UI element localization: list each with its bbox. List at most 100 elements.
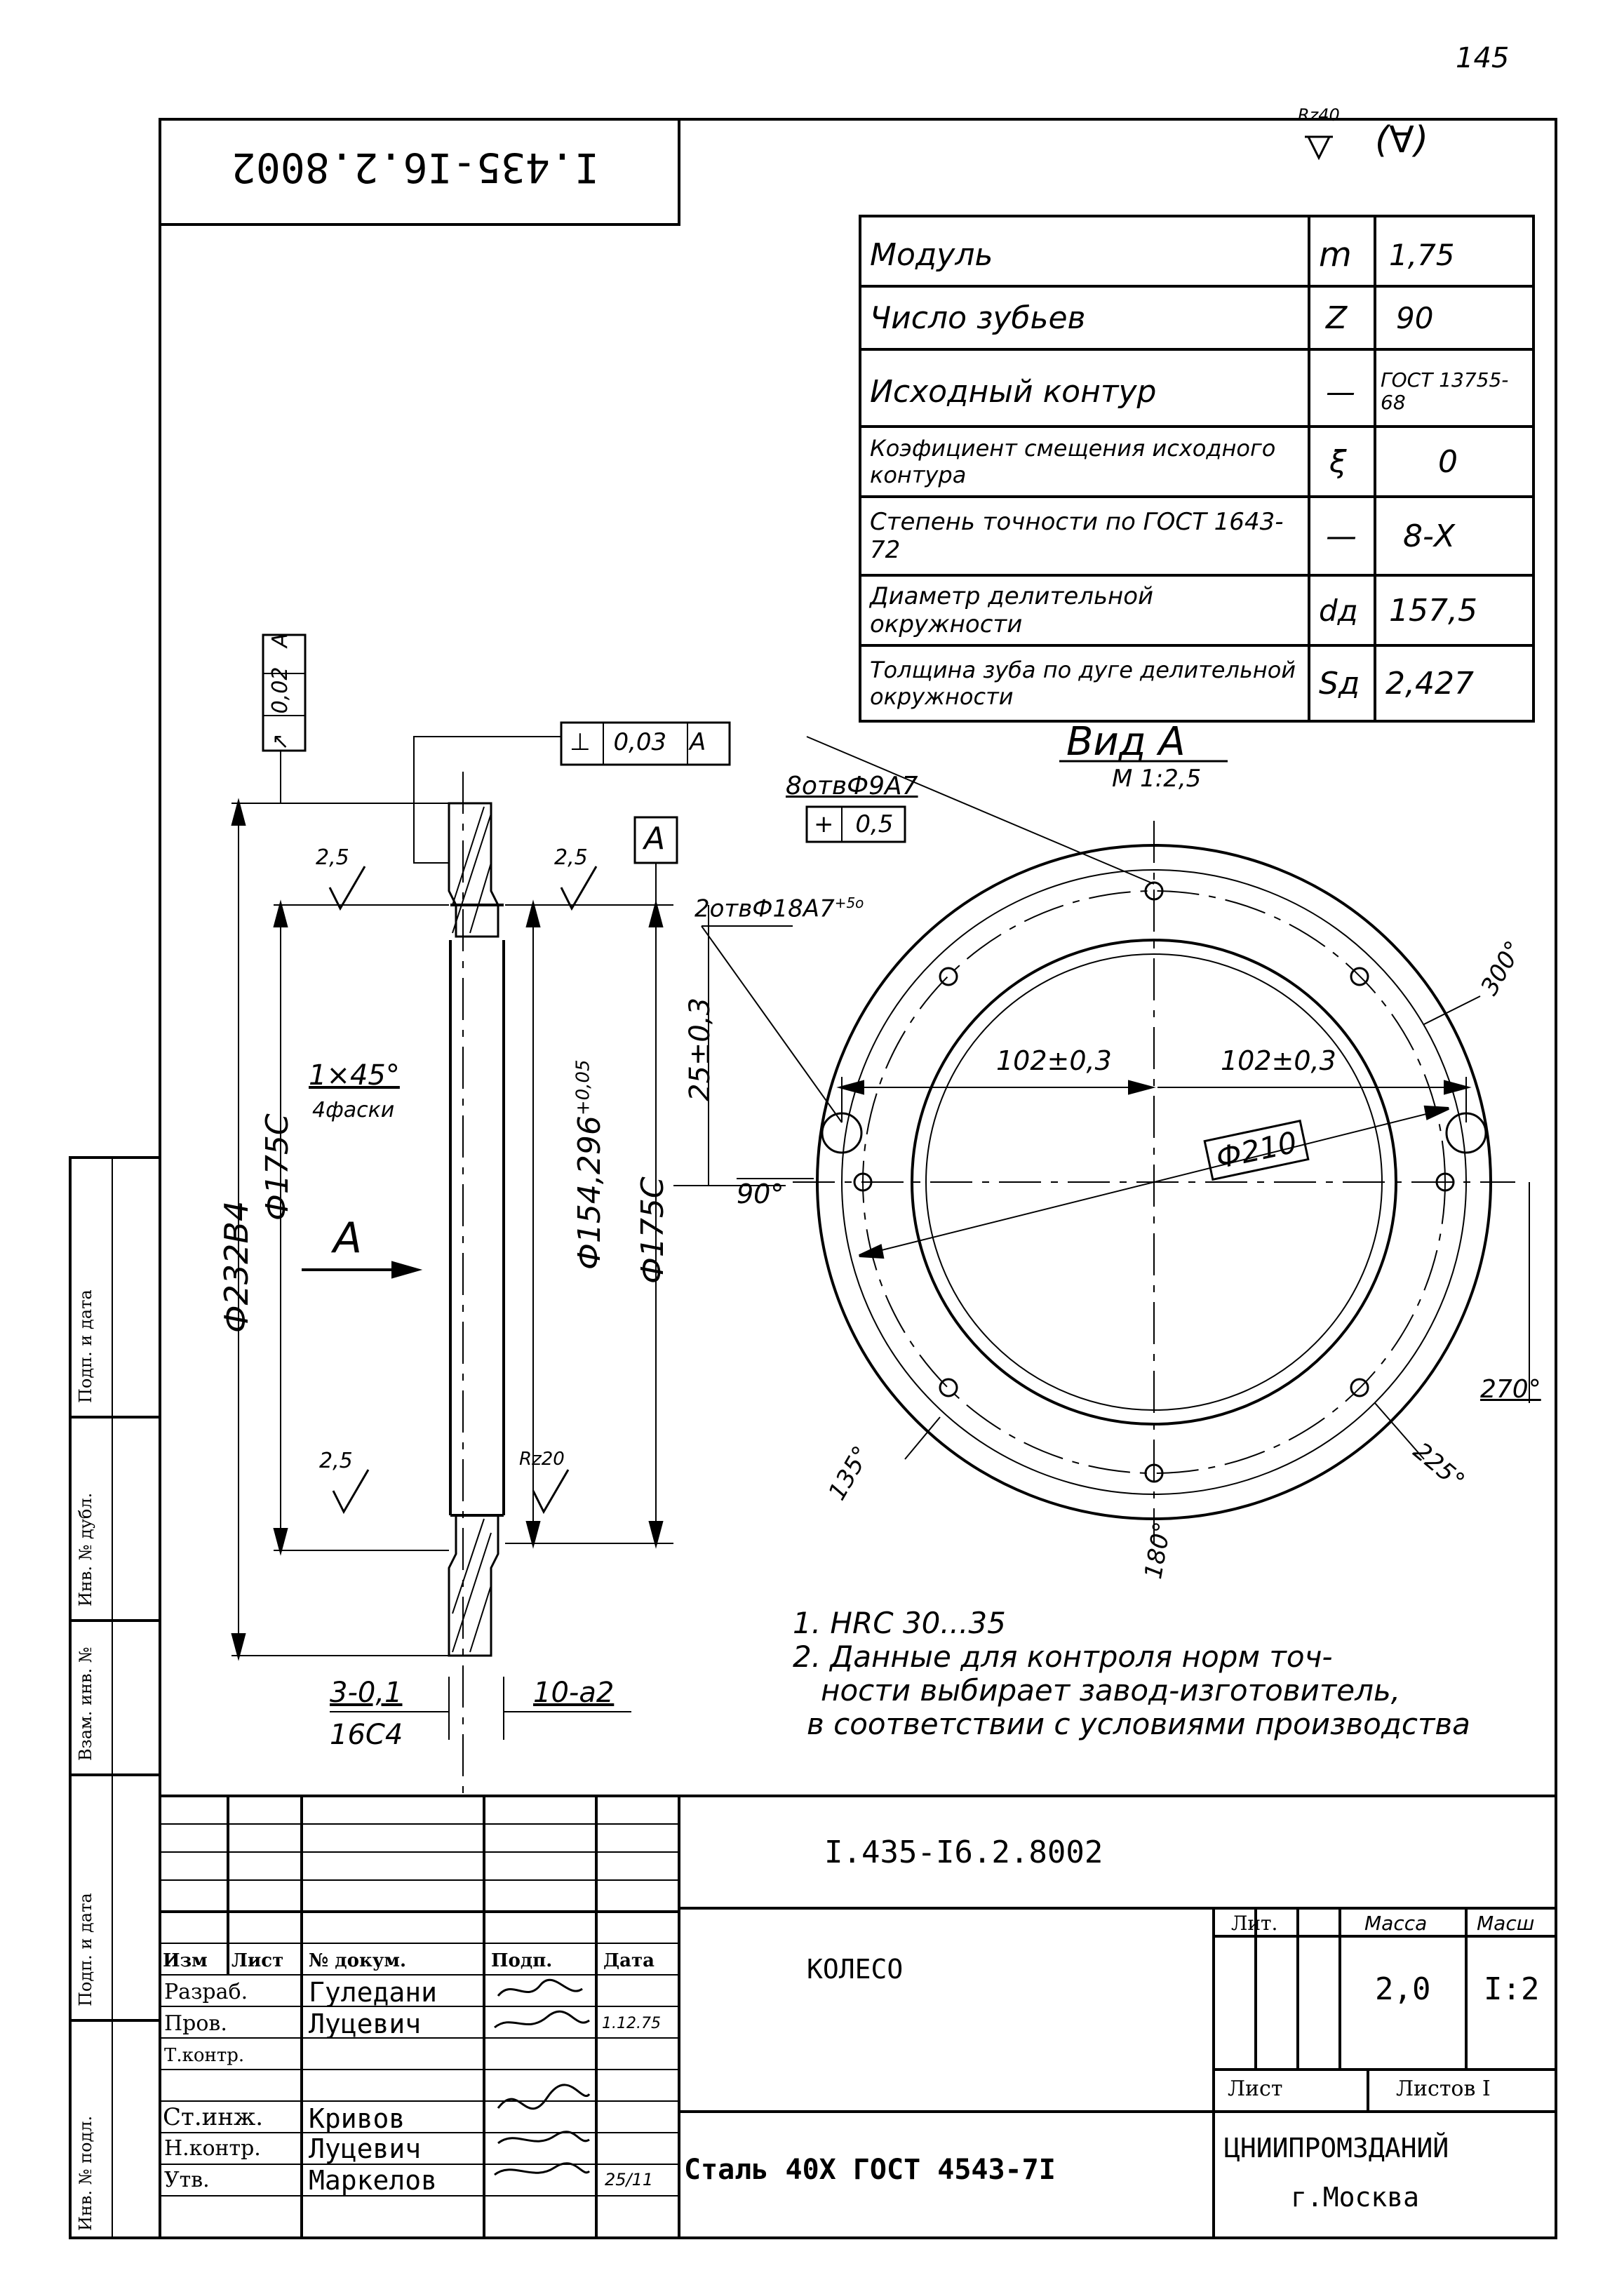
param-name: Коэфициент смещения исходного контура [870,435,1276,488]
param-symbol: m [1319,235,1352,274]
param-value: 157,5 [1389,592,1477,629]
param-value: 8-Х [1403,518,1456,554]
holes-large-label: 2отвФ18А7+5о [694,894,864,923]
col-header-signature: Подп. [491,1950,553,1971]
perp-value: 0,03 [613,728,667,756]
role-name: Гуледани [309,1977,438,2008]
param-name: Исходный контур [870,373,1157,410]
page-number: 145 [1456,42,1510,74]
param-value: 0 [1438,443,1458,480]
top-document-code: I.435-I6.2.8002 [231,144,599,192]
role-name: Луцевич [309,2008,422,2039]
roughness-bracket: (∀) [1375,119,1429,161]
role-date: 1.12.75 [602,2015,661,2032]
angle-90: 90° [737,1179,784,1209]
section-view-lines [231,736,786,1796]
signature-scribbles [494,1979,591,2176]
dim-bottom-c: 10-а2 [533,1677,615,1709]
title-material: Сталь 40Х ГОСТ 4543-7I [684,2154,1056,2186]
note-line: 2. Данные для контроля норм точ- [793,1639,1333,1674]
dim-bore-tolerance: +0,05 [572,1059,594,1116]
perp-frame: ⊥ 0,03 A [570,728,706,756]
runout-frame: ↗ 0,02 A [268,633,293,751]
param-name: Диаметр делительной окружности [870,582,1154,638]
role-label: Ст.инж. [163,2103,264,2131]
title-part-name: КОЛЕСО [807,1954,904,1985]
runout-datum: A [268,633,293,648]
role-label: Н.контр. [164,2136,261,2161]
chamfer-label: 1×45° [309,1059,400,1092]
roughness-label-b: 2,5 [554,845,588,870]
param-name: Число зубьев [870,300,1086,336]
role-label: Т.контр. [164,2045,245,2066]
scale-value: I:2 [1484,1971,1540,2007]
param-symbol: Sд [1319,665,1360,702]
dim-bottom-b: 16С4 [330,1719,403,1751]
param-symbol: ξ [1329,443,1347,480]
runout-value: 0,02 [268,666,293,714]
top-code-text: I.435-I6.2.8002 [231,144,599,192]
roughness-label-a: 2,5 [316,845,349,870]
param-value: ГОСТ 13755-68 [1381,368,1509,414]
param-name: Модуль [870,236,993,273]
dim-bore-value: Ф154,296 [572,1115,608,1270]
param-symbol: Z [1326,300,1348,336]
view-a-lines [701,736,1530,1543]
perp-symbol: ⊥ [570,728,591,756]
dim-bore-diameter: Ф154,296+0,05 [572,1059,608,1270]
position-value: 0,5 [855,810,894,838]
position-frame: + 0,5 [814,810,893,838]
view-a-scale: М 1:2,5 [1112,765,1202,793]
runout-symbol: ↗ [268,732,293,751]
title-block-lines [160,1795,1556,2238]
title-doc-code: I.435-I6.2.8002 [824,1835,1103,1870]
side-stamp: Подп. и дата [76,1893,95,2006]
dim-hub-left: Ф175С [260,1113,295,1221]
roughness-label-c: 2,5 [319,1449,353,1473]
note-line: 1. HRC 30...35 [793,1606,1006,1640]
side-stamp-strip [69,1156,161,2239]
dim-hub-right: Ф175С [635,1176,671,1284]
perp-datum: A [689,728,706,756]
role-label: Утв. [164,2168,210,2192]
side-stamp: Инв. № дубл. [76,1492,95,1607]
view-a-title: Вид А [1066,719,1186,765]
view-arrow-label: A [333,1214,363,1263]
top-code-box [159,118,680,226]
role-name: Маркелов [309,2165,438,2196]
col-header-date: Дата [603,1950,655,1971]
holes-large-value: 2отвФ18А7 [694,894,835,923]
scale-label: Масш [1477,1912,1535,1935]
side-stamp: Инв. № подл. [76,2115,95,2231]
param-name: Степень точности по ГОСТ 1643-72 [870,508,1284,564]
angle-270: 270° [1480,1375,1541,1404]
side-stamp: Подп. и дата [76,1289,95,1403]
role-label: Пров. [164,2011,227,2036]
roughness-label-d: Rz20 [519,1449,565,1470]
dim-offset: 25±0,3 [684,997,716,1101]
chamfer-note: 4фаски [312,1098,395,1122]
title-city: г.Москва [1291,2182,1420,2213]
dim-right-102: 102±0,3 [1221,1045,1336,1076]
param-value: 2,427 [1385,665,1474,702]
param-symbol: — [1326,374,1355,409]
mass-label: Масса [1364,1912,1428,1935]
col-header-docnum: № докум. [309,1950,407,1971]
gdt-frames [262,135,1333,864]
param-value: 90 [1396,300,1434,335]
role-label: Разраб. [164,1980,248,2004]
role-name: Кривов [309,2103,405,2134]
role-name: Луцевич [309,2133,422,2164]
mass-value: 2,0 [1375,1971,1431,2007]
sheet-label: Лист [1228,2077,1283,2101]
title-organization: ЦНИИПРОМЗДАНИЙ [1224,2133,1449,2164]
params-table-lines [859,215,1535,723]
datum-label: A [644,821,666,857]
holes-large-tolerance: +5о [834,894,864,911]
role-date: 25/11 [605,2170,654,2189]
col-header-change: Изм [163,1950,208,1971]
sheets-label: Листов I [1396,2077,1491,2101]
dim-outer-diameter: Ф232В4 [217,1200,255,1333]
general-roughness-value: Rz40 [1298,105,1340,125]
